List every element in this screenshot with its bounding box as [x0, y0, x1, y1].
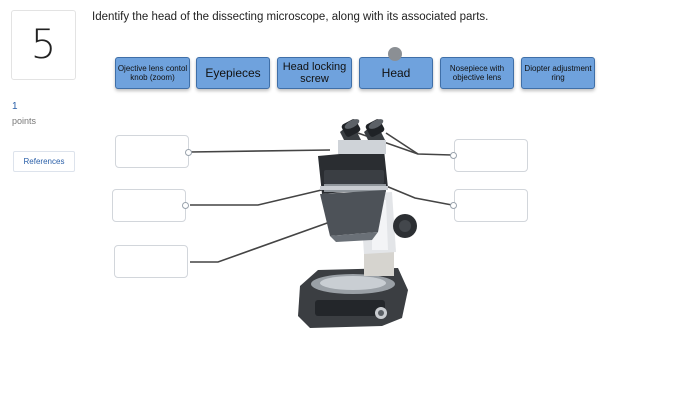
choice-head-locking-screw[interactable]: Head locking screw [277, 57, 352, 89]
leader-lines [189, 131, 453, 263]
eyepieces [338, 119, 386, 154]
question-number: 5 [11, 10, 76, 80]
choice-objective-lens-control-knob[interactable]: Ojective lens contol knob (zoom) [115, 57, 190, 89]
microscope-base [298, 268, 408, 328]
drop-target-connector [182, 202, 189, 209]
microscope-head [318, 150, 388, 242]
drag-cursor-indicator [388, 47, 402, 61]
choice-eyepieces[interactable]: Eyepieces [196, 57, 270, 89]
choice-diopter-adjustment-ring[interactable]: Diopter adjustment ring [521, 57, 595, 89]
drop-target-left-1[interactable] [115, 135, 189, 168]
drop-target-right-2[interactable] [454, 189, 528, 222]
drop-target-left-3[interactable] [114, 245, 188, 278]
drop-target-right-1[interactable] [454, 139, 528, 172]
choice-nosepiece-with-objective-lens[interactable]: Nosepiece with objective lens [440, 57, 514, 89]
drop-target-left-2[interactable] [112, 189, 186, 222]
drop-target-connector [185, 149, 192, 156]
drop-target-connector [450, 152, 457, 159]
drop-target-connector [450, 202, 457, 209]
points-label: points [12, 116, 37, 126]
references-button[interactable]: References [13, 151, 75, 172]
question-prompt: Identify the head of the dissecting micr… [92, 11, 489, 23]
points-value: 1 [12, 101, 18, 112]
